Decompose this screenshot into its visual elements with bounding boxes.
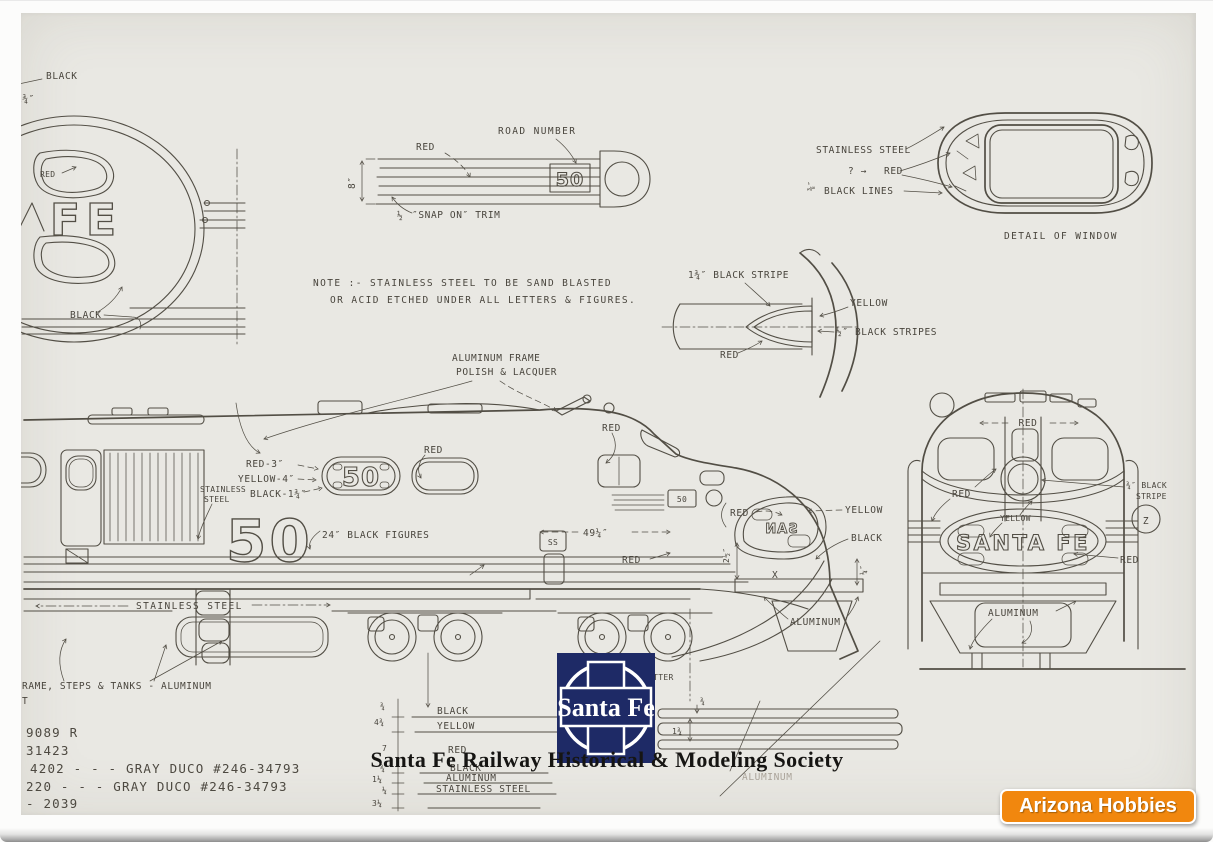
side-nose-number: 50 [677,495,687,504]
nose-stripe-detail: 1¾″ BLACK STRIPE YELLOW ½″ BLACK STRIPES… [661,248,937,398]
society-watermark: Santa Fe Santa Fe Railway Historical & M… [370,653,843,772]
herald-black-top-label: BLACK [46,71,78,82]
arizona-hobbies-label: Arizona Hobbies [1019,795,1177,817]
alum-frame-label1: ALUMINUM FRAME [452,353,540,364]
chart-dim2: 4¾ [374,718,384,727]
front-red-right: RED [1120,555,1139,566]
side-length-dim: 49¼″ [583,528,608,539]
chart-dim5: 1¼ [372,775,382,784]
herald-detail: FE BLACK 1¾″ RED BLACK [16,71,246,347]
window-query: ? → [848,166,867,177]
front-red-left: RED [952,489,971,500]
locomotive-front-view: SANTA FE [907,388,1186,670]
side-ss-label: SS [548,538,558,547]
side-black-band: BLACK-1¾″ [250,489,307,500]
window-detail: STAINLESS STEEL ? → RED ⅜″ BLACK LINES D… [807,112,1153,242]
front-zone-label: Z [1143,516,1149,527]
side-aluminum-label: ALUMINUM [790,617,841,628]
chart-dim4: ¾ [380,764,385,773]
side-red-mid: RED [622,555,641,566]
logo-text: Santa Fe [557,693,655,722]
side-x-mark: X [772,570,778,581]
chart-dim7: 3¼ [372,799,382,808]
side-stainless-frame: STAINLESS STEEL [136,601,243,612]
side-red-nose: RED [730,508,749,519]
frame-note2: T [22,696,28,707]
window-stainless-label: STAINLESS STEEL [816,145,911,156]
side-nose-letters: SAN [764,522,797,537]
chart-yellow: YELLOW [437,721,475,732]
arizona-hobbies-badge: Arizona Hobbies [1000,789,1196,824]
side-dim-quarter: ¼″ [859,565,868,575]
band-dim-bottom: 1¾ [672,727,682,736]
front-red-top: RED [1019,418,1038,429]
note-block: NOTE :- STAINLESS STEEL TO BE SAND BLAST… [313,278,636,306]
front-yellow-label: YELLOW [1000,514,1031,523]
chart-dim6: ¼ [382,786,387,795]
trim-dim: ½ [397,211,403,222]
front-aluminum-label: ALUMINUM [988,608,1039,619]
herald-black-bottom-label: BLACK [70,310,102,321]
parts-row-2: 31423 [26,743,70,758]
note-line2: OR ACID ETCHED UNDER ALL LETTERS & FIGUR… [330,295,636,306]
chart-dim3: 7 [382,744,387,753]
nose-yellow-label: YELLOW [850,298,888,309]
stripe-bands: ¾ 1¾ ALUMINUM ETTER [648,673,903,783]
nose-stripes-dim: ½″ BLACK STRIPES [836,327,937,338]
parts-row-4: 220 - - - GRAY DUCO #246-34793 [26,779,288,794]
chart-red: RED [448,745,467,756]
side-figures-label: 24″ BLACK FIGURES [322,530,429,541]
side-dim-2half: 2½″ [721,548,731,563]
window-caption: DETAIL OF WINDOW [1004,231,1118,242]
chart-black1: BLACK [437,706,469,717]
side-yellow-label: YELLOW [845,505,883,516]
road-number-title: ROAD NUMBER [498,126,576,137]
color-chart: BLACK YELLOW RED BLACK ALUMINUM STAINLES… [372,652,561,812]
side-red-cabside: RED [424,445,443,456]
front-santa-fe: SANTA FE [956,531,1090,555]
note-line1: NOTE :- STAINLESS STEEL TO BE SAND BLAST… [313,278,612,289]
side-number-big: 50 [226,507,313,575]
stripe-red-label: RED [416,142,435,153]
nose-stripe-dim: 1¾″ BLACK STRIPE [688,270,789,281]
chart-black2: BLACK [450,763,482,774]
stripe-height-dim: 8″ [347,176,358,189]
band-aluminum-faint: ALUMINUM [742,772,793,783]
herald-letters: FE [50,195,122,246]
front-stripe-dim2: STRIPE [1136,492,1167,501]
parts-row-3: 4202 - - - GRAY DUCO #246-34793 [30,761,301,776]
herald-dim-label: 1¾″ [16,94,35,105]
parts-row-1: 9089 R [26,725,78,740]
alum-frame-label2: POLISH & LACQUER [456,367,557,378]
trim-label: ″SNAP ON″ TRIM [412,210,500,221]
band-dim-top: ¾ [700,697,705,706]
locomotive-side-view: 50 SAN 50 [21,353,883,797]
parts-list: 9089 R 31423 4202 - - - GRAY DUCO #246-3… [26,725,301,811]
window-red-label: RED [884,166,903,177]
side-yellow-band: YELLOW-4″ [238,474,295,485]
nose-red-label: RED [720,350,739,361]
side-red-roof: RED [602,423,621,434]
chart-dim1: ¾ [380,702,385,711]
parts-row-5: - 2039 [26,796,78,811]
herald-red-label: RED [40,170,55,179]
window-black-lines-label: BLACK LINES [824,186,894,197]
side-black-label: BLACK [851,533,883,544]
side-stainless1: STAINLESS [200,485,246,494]
front-stripe-dim1: ¾″ BLACK [1126,481,1167,490]
road-number-value: 50 [556,169,584,191]
chart-aluminum: ALUMINUM [446,773,497,784]
road-number-detail: 50 8″ ROAD NUMBER RED ½ ″SNAP ON″ TRIM [347,126,651,222]
side-red-band: RED-3″ [246,459,284,470]
side-stainless2: STEEL [204,495,230,504]
frame-note: RAME, STEPS & TANKS - ALUMINUM [22,681,212,692]
side-herald-number: 50 [342,463,380,493]
society-text: Santa Fe Railway Historical & Modeling S… [370,747,843,772]
window-lines-dim: ⅜″ [807,181,816,191]
chart-stainless: STAINLESS STEEL [436,784,531,795]
band-letter-partial: ETTER [648,673,674,682]
